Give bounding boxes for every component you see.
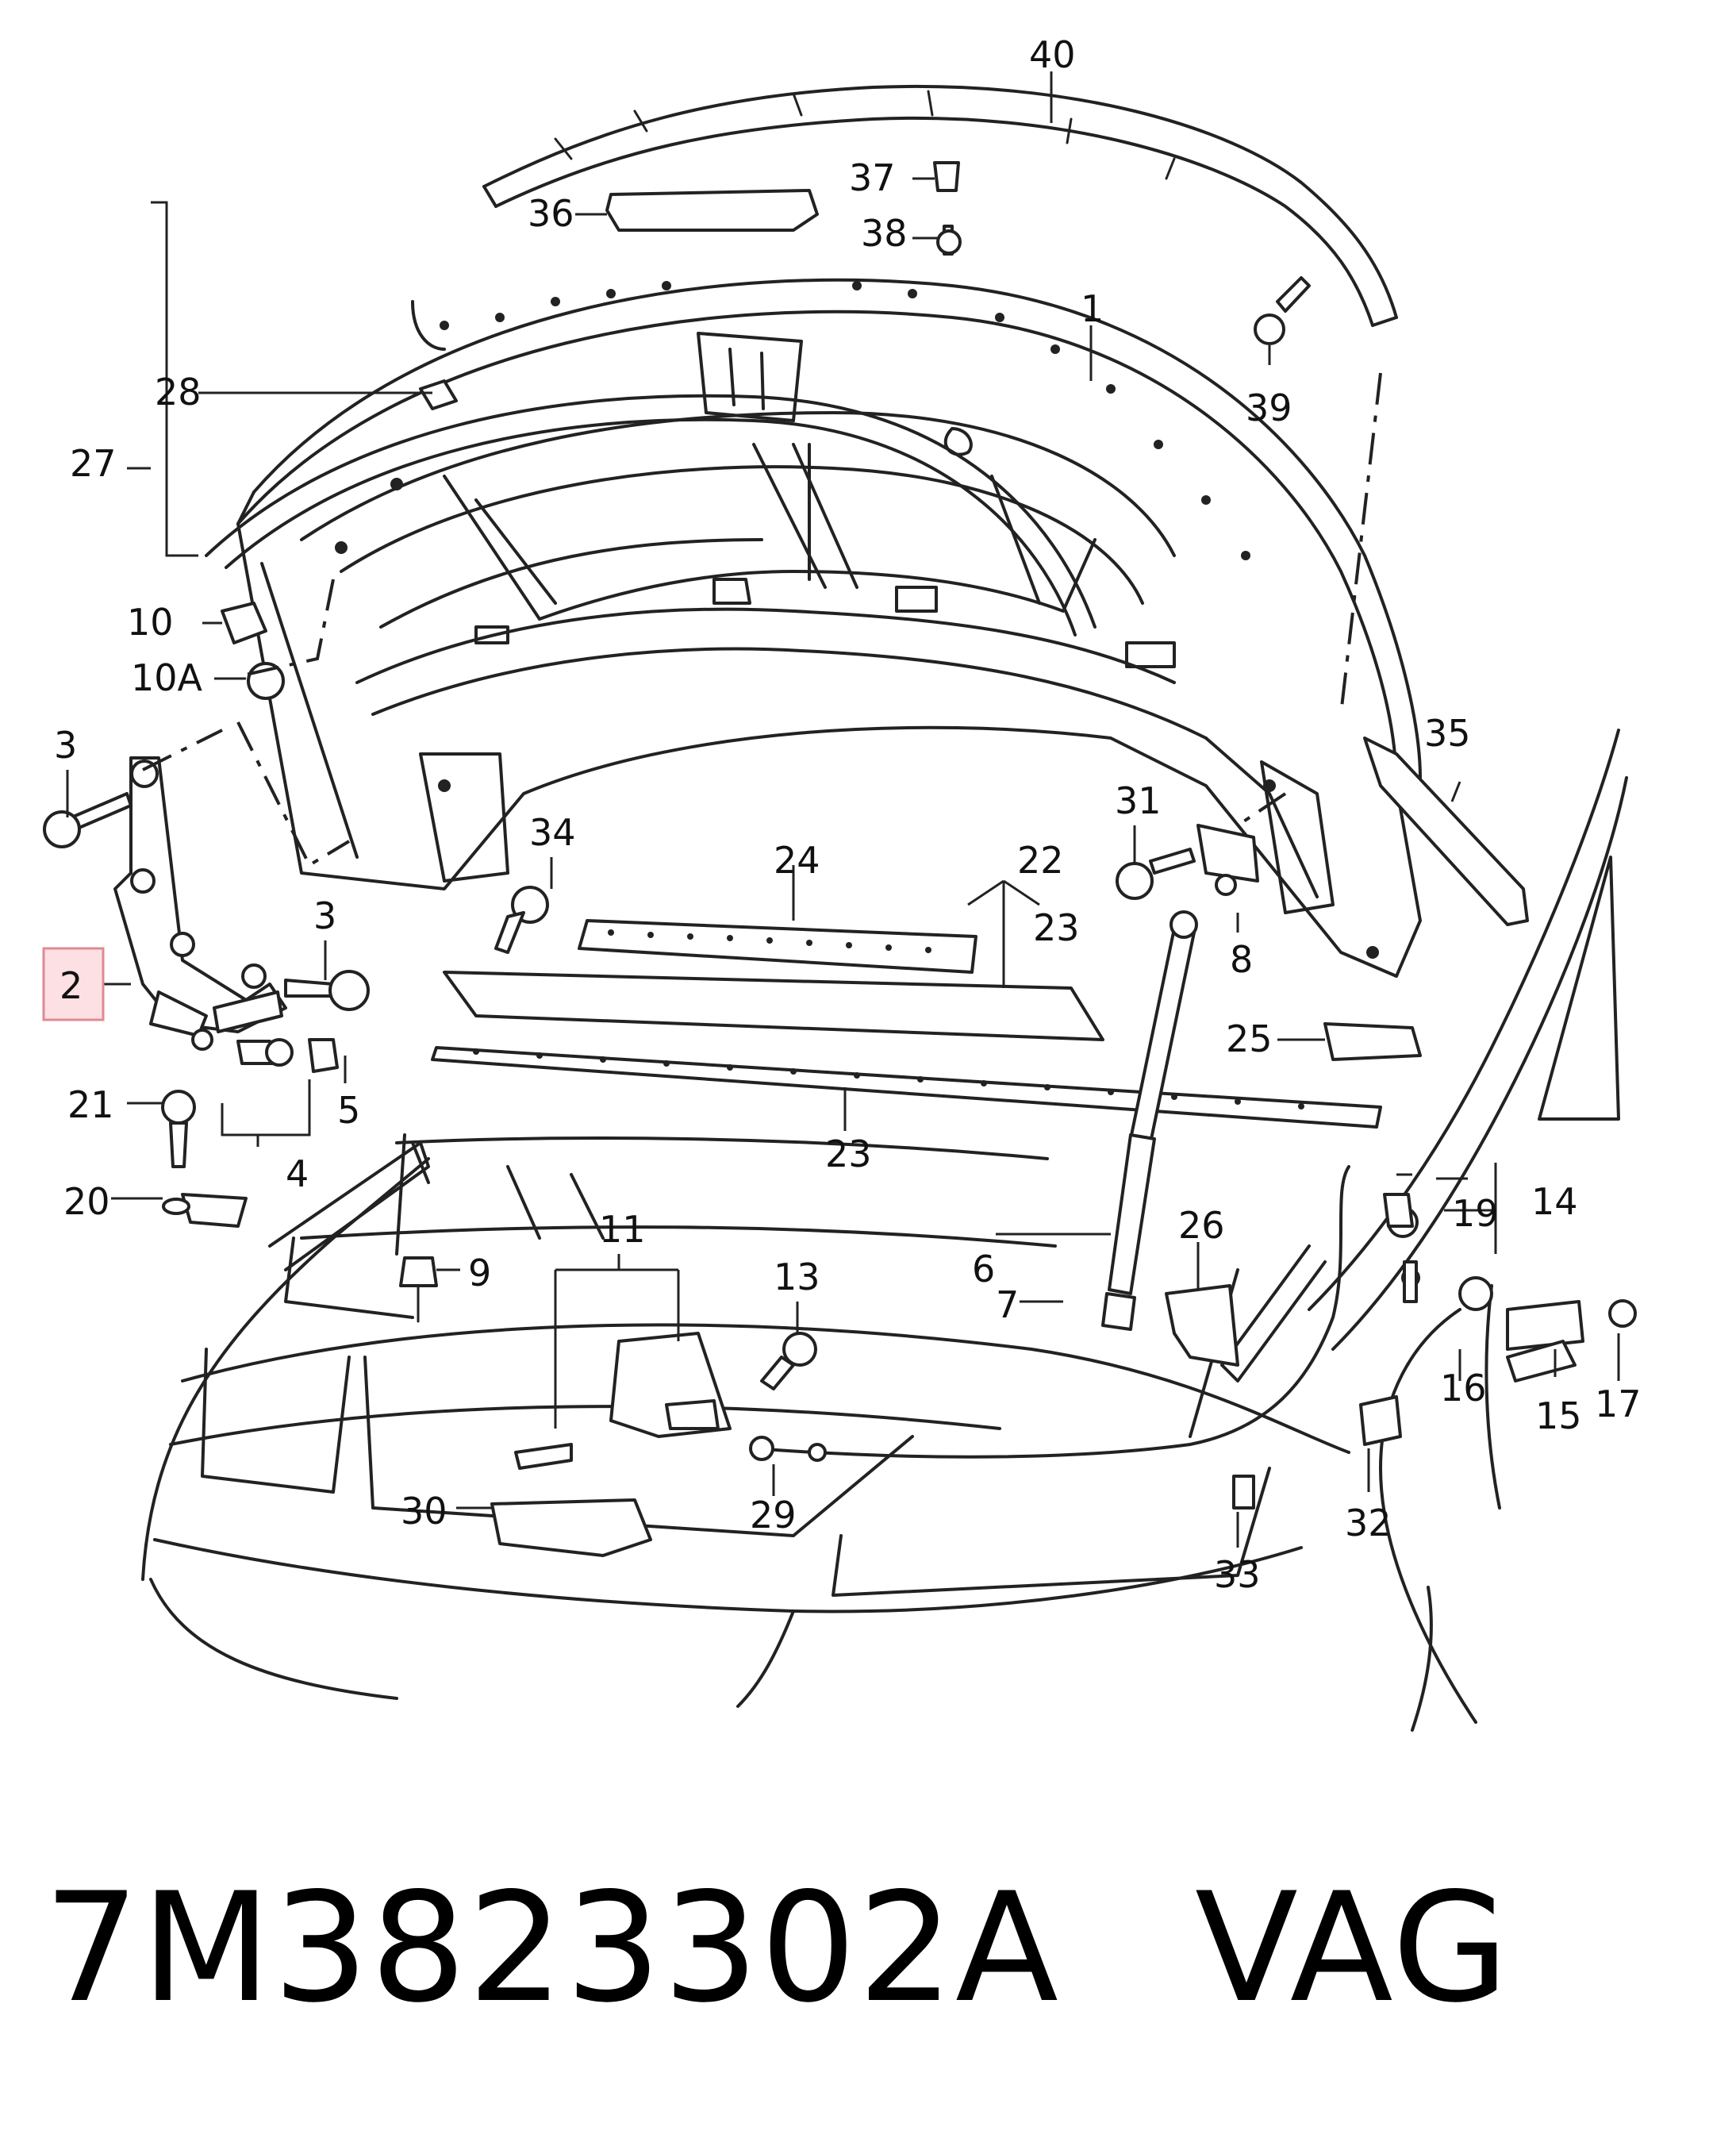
callout-1: 1 <box>1081 287 1104 330</box>
callout-numbers: 40 37 36 38 1 39 28 27 10 10A 3 35 31 34… <box>54 33 1642 1596</box>
bolt-21-bracket-20 <box>161 1090 248 1228</box>
clip-25 <box>1323 1022 1422 1061</box>
callout-14: 14 <box>1531 1180 1578 1223</box>
callout-13: 13 <box>774 1256 820 1298</box>
callout-27: 27 <box>70 442 117 485</box>
hood-hinge-left <box>113 756 287 1051</box>
callout-37: 37 <box>849 156 896 199</box>
callout-34: 34 <box>529 811 576 854</box>
alignment-lines <box>142 372 1382 867</box>
callout-24: 24 <box>774 839 820 882</box>
callout-26: 26 <box>1178 1204 1225 1247</box>
callout-20: 20 <box>63 1180 110 1223</box>
brackets-8-26-bolt-31 <box>1116 824 1259 1367</box>
callout-32: 32 <box>1345 1502 1392 1544</box>
trim-36 <box>605 189 819 232</box>
callout-30: 30 <box>401 1490 447 1533</box>
callout-35: 35 <box>1424 712 1471 755</box>
callout-6: 6 <box>972 1248 995 1290</box>
hood-seal-strip <box>205 394 1097 636</box>
hood-holes <box>335 281 1379 959</box>
parts-14-to-19-32-33 <box>1232 1193 1637 1510</box>
callout-31: 31 <box>1115 779 1162 822</box>
car-front-body <box>141 729 1628 1732</box>
callout-8: 8 <box>1230 938 1253 981</box>
callout-10: 10 <box>127 601 174 644</box>
callout-25: 25 <box>1226 1017 1273 1060</box>
callout-2: 2 <box>60 964 83 1007</box>
callout-7: 7 <box>996 1283 1019 1326</box>
callout-21: 21 <box>67 1083 114 1126</box>
callout-17: 17 <box>1595 1383 1642 1425</box>
callout-39: 39 <box>1246 387 1292 429</box>
brand-name: VAG <box>1194 1860 1511 2036</box>
part-number-caption: 7M3823302A VAG <box>44 1861 1511 2036</box>
callout-33: 33 <box>1214 1553 1261 1596</box>
stud-4-nut-5 <box>236 1038 339 1073</box>
trim-strip-40 <box>482 84 1398 327</box>
cable-29-bolt-13 <box>749 1165 1350 1462</box>
callout-16: 16 <box>1440 1367 1487 1410</box>
callout-10a: 10A <box>131 656 203 699</box>
callout-5: 5 <box>337 1089 360 1132</box>
gas-strut-6 <box>1101 910 1198 1331</box>
callout-11: 11 <box>599 1208 646 1251</box>
fasteners-37-38-39 <box>933 161 1311 345</box>
latch-11-bracket-30-bumper-9 <box>399 1256 732 1557</box>
part-2-highlight <box>42 947 105 1021</box>
exploded-parts-diagram: 40 37 36 38 1 39 28 27 10 10A 3 35 31 34… <box>42 33 1642 1732</box>
hood-panel <box>236 278 1422 978</box>
callout-19: 19 <box>1452 1192 1499 1235</box>
callout-40: 40 <box>1029 33 1076 76</box>
callout-3-top: 3 <box>54 724 77 767</box>
leader-lines <box>66 71 1620 1548</box>
callout-15: 15 <box>1535 1394 1582 1437</box>
callout-9: 9 <box>468 1252 491 1294</box>
bolts-3 <box>43 792 370 1011</box>
callout-28: 28 <box>155 371 202 413</box>
callout-38: 38 <box>861 212 908 255</box>
callout-36: 36 <box>528 192 574 235</box>
trim-35 <box>1363 736 1529 926</box>
callout-23-top: 23 <box>1033 906 1080 949</box>
callout-23-bottom: 23 <box>825 1133 872 1175</box>
callout-4: 4 <box>286 1152 309 1195</box>
plugs-10-10a-28 <box>221 379 458 700</box>
bolt-34 <box>494 886 549 954</box>
callout-29: 29 <box>750 1494 797 1536</box>
callout-3-mid: 3 <box>313 894 336 937</box>
part-number: 7M3823302A <box>44 1860 1060 2036</box>
callout-22: 22 <box>1017 839 1064 882</box>
